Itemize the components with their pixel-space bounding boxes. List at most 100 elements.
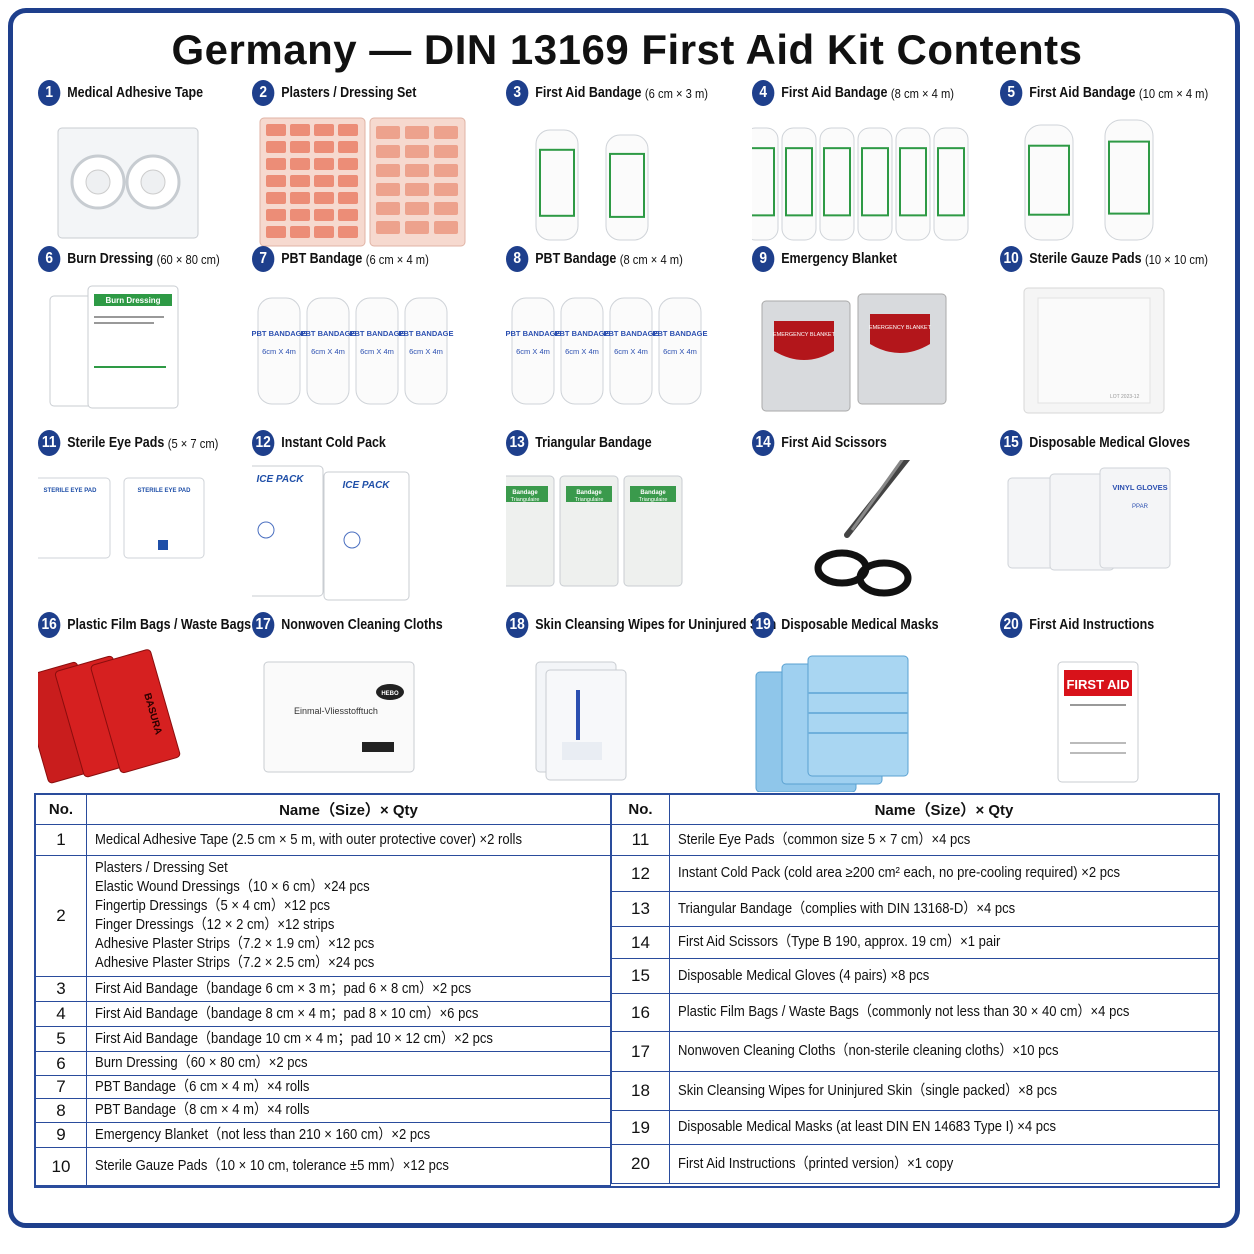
header-name: Name（Size）× Qty — [86, 793, 611, 825]
svg-text:ICE PACK: ICE PACK — [256, 474, 304, 485]
row-description: PBT Bandage（6 cm × 4 m）×4 rolls — [86, 1075, 611, 1099]
item-number-badge: 7 — [252, 246, 275, 272]
item-name: Nonwoven Cleaning Cloths — [281, 617, 443, 633]
table-row: 7 PBT Bandage（6 cm × 4 m）×4 rolls — [35, 1075, 611, 1099]
item-size: (6 cm × 3 m) — [644, 85, 708, 101]
row-text-line: First Aid Bandage（bandage 8 cm × 4 m；pad… — [95, 1005, 479, 1022]
svg-text:6cm X 4m: 6cm X 4m — [565, 347, 599, 356]
item-number-badge: 16 — [38, 612, 61, 638]
row-number: 7 — [35, 1075, 87, 1099]
item-number-badge: 13 — [506, 430, 529, 456]
row-description: Emergency Blanket（not less than 210 × 16… — [86, 1122, 611, 1148]
svg-text:PBT BANDAGE: PBT BANDAGE — [398, 329, 453, 338]
row-text-line: Medical Adhesive Tape (2.5 cm × 5 m, wit… — [95, 831, 522, 848]
item-name: Triangular Bandage — [535, 435, 652, 451]
item-name: Plasters / Dressing Set — [281, 85, 417, 101]
row-number: 10 — [35, 1147, 87, 1186]
row-text-line: Skin Cleansing Wipes for Uninjured Skin（… — [678, 1082, 1057, 1099]
item-photo-first-aid-instructions: FIRST AID — [1057, 661, 1139, 783]
svg-text:Bandage: Bandage — [576, 490, 602, 496]
table-row: 15 Disposable Medical Gloves (4 pairs) ×8… — [611, 958, 1219, 994]
item-name: Sterile Gauze Pads — [1029, 251, 1142, 267]
svg-text:PBT BANDAGE: PBT BANDAGE — [300, 329, 355, 338]
item-name: PBT Bandage — [281, 251, 363, 267]
item-size: (8 cm × 4 m) — [619, 251, 683, 267]
row-number: 15 — [611, 958, 670, 994]
row-description: First Aid Bandage（bandage 8 cm × 4 m；pad… — [86, 1001, 611, 1027]
header-no: No. — [35, 793, 87, 825]
row-description: First Aid Instructions（printed version）×… — [669, 1144, 1219, 1184]
item-number-badge: 8 — [506, 246, 529, 272]
row-number: 16 — [611, 993, 670, 1032]
header-no: No. — [611, 793, 670, 825]
row-number: 13 — [611, 891, 670, 927]
row-text-line: Adhesive Plaster Strips（7.2 × 1.9 cm）×12… — [95, 936, 375, 952]
item-name: Plastic Film Bags / Waste Bags — [67, 617, 252, 633]
table-row: 4 First Aid Bandage（bandage 8 cm × 4 m；pa… — [35, 1001, 611, 1027]
svg-text:VINYL GLOVES: VINYL GLOVES — [1112, 483, 1167, 492]
row-text-line: PBT Bandage（8 cm × 4 m）×4 rolls — [95, 1102, 310, 1118]
row-description: Disposable Medical Masks (at least DIN E… — [669, 1110, 1219, 1145]
item-name: Emergency Blanket — [781, 251, 897, 267]
svg-text:6cm X 4m: 6cm X 4m — [516, 347, 550, 356]
row-text-line: PBT Bandage（6 cm × 4 m）×4 rolls — [95, 1078, 310, 1095]
row-text-line: First Aid Scissors（Type B 190, approx. 1… — [678, 934, 1001, 950]
row-number: 3 — [35, 976, 87, 1002]
row-text-line: Plastic Film Bags / Waste Bags（commonly … — [678, 1004, 1130, 1020]
svg-text:PBT BANDAGE: PBT BANDAGE — [603, 329, 658, 338]
item-size: (60 × 80 cm) — [156, 251, 220, 267]
row-description: Disposable Medical Gloves (4 pairs) ×8 p… — [669, 958, 1219, 994]
svg-text:Burn Dressing: Burn Dressing — [105, 296, 160, 305]
item-number-badge: 1 — [38, 80, 61, 106]
row-number: 9 — [35, 1122, 87, 1148]
svg-text:EMERGENCY BLANKET: EMERGENCY BLANKET — [869, 325, 932, 331]
item-size: (6 cm × 4 m) — [365, 251, 429, 267]
item-name: Medical Adhesive Tape — [67, 85, 204, 101]
item-number-badge: 15 — [1000, 430, 1023, 456]
row-text-line: Elastic Wound Dressings（10 × 6 cm）×24 pc… — [95, 879, 370, 895]
item-name: Skin Cleansing Wipes for Uninjured Skin — [535, 617, 777, 633]
item-number-badge: 6 — [38, 246, 61, 272]
item-number-badge: 10 — [1000, 246, 1023, 272]
item-number-badge: 2 — [252, 80, 275, 106]
row-text-line: Disposable Medical Gloves (4 pairs) ×8 p… — [678, 967, 930, 984]
item-photo-pbt-bandage-8: PBT BANDAGE 6cm X 4m PBT BANDAGE 6cm X 4m PB… — [506, 297, 708, 405]
header-name: Name（Size）× Qty — [669, 793, 1219, 825]
row-text-line: Instant Cold Pack (cold area ≥200 cm² ea… — [678, 865, 1121, 881]
svg-text:PBT BANDAGE: PBT BANDAGE — [349, 329, 404, 338]
row-number: 4 — [35, 1001, 87, 1027]
row-text-line: Emergency Blanket（not less than 210 × 16… — [95, 1126, 431, 1143]
svg-text:PBT BANDAGE: PBT BANDAGE — [554, 329, 609, 338]
item-photo-first-aid-bandage-10 — [1024, 119, 1154, 241]
item-name: Burn Dressing — [67, 251, 154, 267]
svg-text:PBT BANDAGE: PBT BANDAGE — [652, 329, 707, 338]
row-description: Triangular Bandage（complies with DIN 131… — [669, 891, 1219, 927]
svg-text:Bandage: Bandage — [512, 490, 538, 496]
